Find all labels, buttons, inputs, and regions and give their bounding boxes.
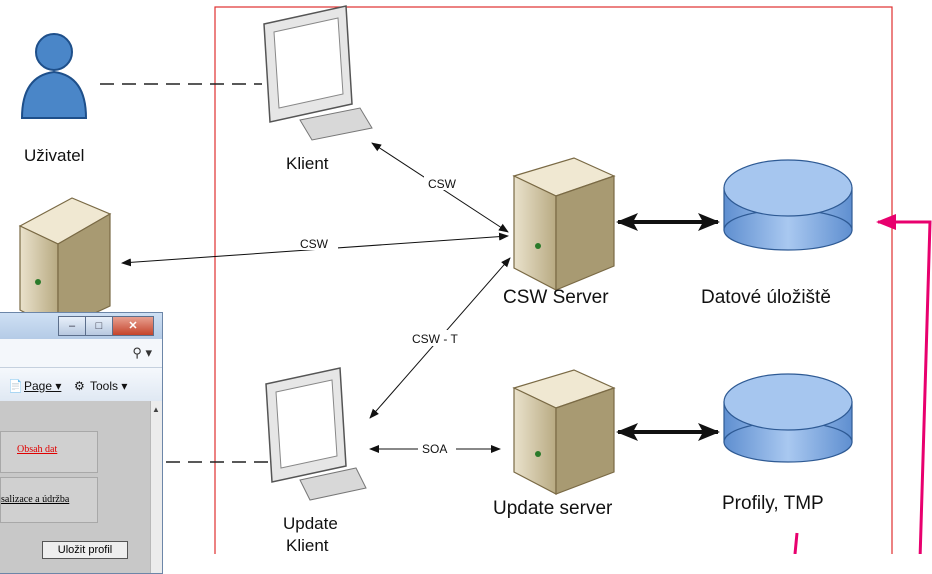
user-label: Uživatel <box>24 146 85 165</box>
user-icon <box>20 33 88 119</box>
client-label: Klient <box>286 154 329 173</box>
browser-titlebar: – □ ✕ <box>0 313 162 339</box>
save-profile-button[interactable]: Uložit profil <box>42 541 128 559</box>
search-icon[interactable]: ⚲ ▾ <box>132 345 152 360</box>
system-boundary <box>214 6 893 554</box>
external-server-icon <box>18 197 112 331</box>
update-client-label-1: Update <box>283 514 338 533</box>
feedback-arrow <box>876 214 932 554</box>
content-link[interactable]: Obsah dat <box>17 444 58 455</box>
gear-icon: ⚙ <box>74 379 85 393</box>
cell-content: Obsah dat <box>0 431 98 473</box>
minimize-icon[interactable]: – <box>58 316 86 336</box>
csw-server-icon <box>512 157 616 291</box>
update-client-monitor-icon <box>265 367 367 501</box>
browser-toolbar: 📄 Page ▾ ⚙ Tools ▾ <box>0 368 162 403</box>
update-server-label: Update server <box>493 498 613 519</box>
update-link[interactable]: salizace a údržba <box>1 494 70 505</box>
scroll-up-icon[interactable]: ▲ <box>152 405 160 414</box>
feedback-stub <box>793 532 799 554</box>
datastore-cylinder-icon <box>723 159 853 251</box>
page-menu[interactable]: Page ▾ <box>24 379 62 393</box>
page-icon: 📄 <box>8 379 23 393</box>
edge-label-external: CSW <box>300 237 328 251</box>
browser-scrollbar[interactable]: ▲ <box>150 401 162 573</box>
cell-update: salizace a údržba <box>0 477 98 523</box>
browser-window: – □ ✕ ⚲ ▾ 📄 Page ▾ ⚙ Tools ▾ Obsah dat s… <box>0 312 163 574</box>
client-monitor-icon <box>263 5 373 141</box>
close-icon[interactable]: ✕ <box>112 316 154 336</box>
edge-label-client-server: CSW <box>428 177 456 191</box>
update-client-label-2: Klient <box>286 536 329 555</box>
browser-address-bar[interactable]: ⚲ ▾ <box>0 339 162 368</box>
architecture-diagram <box>18 5 932 554</box>
update-server-icon <box>512 369 616 495</box>
datastore-label: Datové úložiště <box>701 287 831 308</box>
edge-label-soa: SOA <box>422 442 448 456</box>
profiles-label: Profily, TMP <box>722 493 824 514</box>
csw-server-label: CSW Server <box>503 287 609 308</box>
profiles-cylinder-icon <box>723 373 853 463</box>
maximize-icon[interactable]: □ <box>85 316 113 336</box>
edge-label-csw-t: CSW - T <box>412 332 458 346</box>
tools-menu[interactable]: Tools ▾ <box>90 379 128 393</box>
